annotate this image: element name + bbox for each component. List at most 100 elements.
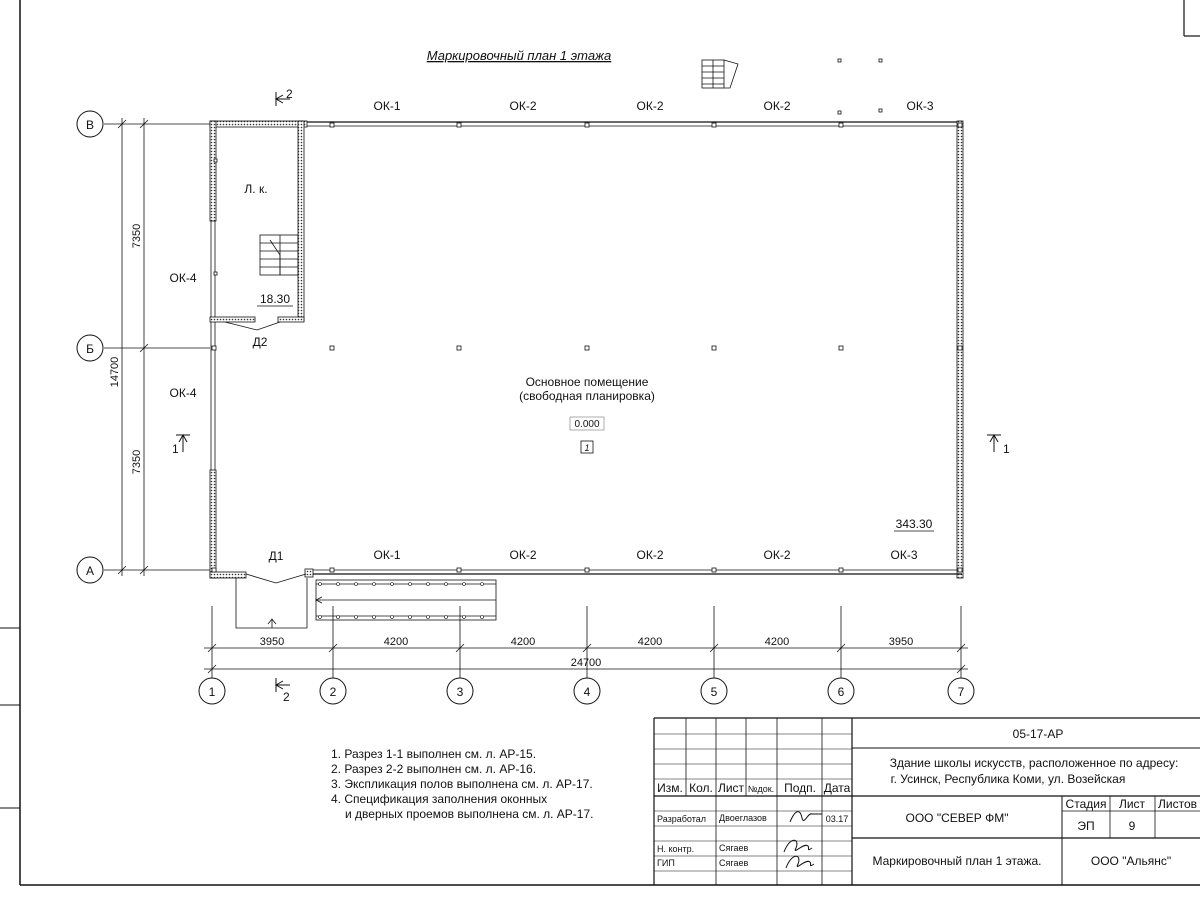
section-mark-1-right xyxy=(987,433,1001,452)
window-bottom-1: ОК-1 xyxy=(374,548,401,562)
window-bottom-3: ОК-2 xyxy=(637,548,664,562)
dim-h-span-6: 3950 xyxy=(889,636,913,648)
tb-row-name-1: Двоеглазов xyxy=(719,813,767,823)
letter-axes-bubbles xyxy=(76,110,104,584)
dim-v-total: 14700 xyxy=(109,357,121,388)
tb-header-kol: Кол. xyxy=(689,781,713,795)
tb-row-name-3: Сягаев xyxy=(719,858,748,868)
stair-room-walls xyxy=(209,120,305,331)
survey-points xyxy=(837,58,883,115)
tb-row-date-1: 03.17 xyxy=(826,814,849,824)
axis-label-1: 1 xyxy=(209,685,216,699)
main-room-name-line2: (свободная планировка) xyxy=(519,389,655,403)
note-3: 3. Экспликация полов выполнена см. л. АР… xyxy=(331,777,593,791)
axis-label-7: 7 xyxy=(958,685,965,699)
tb-row-role-1: Разработал xyxy=(657,814,706,824)
window-top-4: ОК-2 xyxy=(764,99,791,113)
window-bottom-2: ОК-2 xyxy=(510,548,537,562)
axis-label-a: А xyxy=(86,564,94,578)
columns xyxy=(211,122,963,573)
interior-stair xyxy=(259,234,299,276)
tb-header-izm: Изм. xyxy=(657,781,683,795)
tb-row-role-2: Н. контр. xyxy=(657,844,694,854)
note-4: 4. Спецификация заполнения оконных xyxy=(331,792,547,806)
window-top-3: ОК-2 xyxy=(637,99,664,113)
axis-label-b: Б xyxy=(86,342,94,356)
dim-h-span-2: 4200 xyxy=(384,636,408,648)
window-bottom-4: ОК-2 xyxy=(764,548,791,562)
axis-label-4: 4 xyxy=(584,685,591,699)
tb-stage: ЭП xyxy=(1077,819,1094,833)
tb-org-client: ООО "Альянс" xyxy=(1091,854,1171,868)
section-mark-2-top xyxy=(274,92,290,106)
section-label-1-left: 1 xyxy=(172,442,179,456)
signature-3 xyxy=(785,855,815,869)
dim-h-span-3: 4200 xyxy=(511,636,535,648)
axis-label-2: 2 xyxy=(330,685,337,699)
tb-row-name-2: Сягаев xyxy=(719,843,748,853)
number-axes-bubbles xyxy=(198,677,975,705)
window-bottom-5: ОК-3 xyxy=(891,548,918,562)
section-mark-2-bottom xyxy=(274,678,290,692)
window-top-2: ОК-2 xyxy=(510,99,537,113)
axis-label-5: 5 xyxy=(711,685,718,699)
stair-room-area: 18.30 xyxy=(260,292,290,306)
main-room-area: 343.30 xyxy=(896,517,933,531)
section-mark-1-left xyxy=(176,433,190,452)
tb-sheet-title: Маркировочный план 1 этажа. xyxy=(872,854,1041,868)
dim-v-span-bottom: 7350 xyxy=(131,450,143,474)
window-top-5: ОК-3 xyxy=(907,99,934,113)
window-left-2: ОК-4 xyxy=(170,386,197,400)
axis-label-v: В xyxy=(86,118,94,132)
axis-label-6: 6 xyxy=(838,685,845,699)
main-room-name-line1: Основное помещение xyxy=(526,375,649,389)
window-top-1: ОК-1 xyxy=(374,99,401,113)
number-axes-lines xyxy=(211,606,962,678)
main-room-level-box xyxy=(569,416,605,431)
main-room-level: 0.000 xyxy=(574,419,599,430)
tb-sheet: 9 xyxy=(1129,819,1136,833)
section-label-2-top: 2 xyxy=(286,87,293,101)
dim-h-span-5: 4200 xyxy=(765,636,789,648)
dim-h-span-4: 4200 xyxy=(638,636,662,648)
tb-stage-label: Стадия xyxy=(1066,797,1107,811)
stair-pictogram xyxy=(701,59,739,89)
ramp-posts xyxy=(318,582,484,619)
stair-room-name: Л. к. xyxy=(244,182,267,196)
tb-org-designer: ООО "СЕВЕР ФМ" xyxy=(906,811,1009,825)
door-d2-label: Д2 xyxy=(253,335,268,349)
note-2: 2. Разрез 2-2 выполнен см. л. АР-16. xyxy=(331,762,536,776)
tb-sheets-label: Листов xyxy=(1158,797,1197,811)
main-room-number-box xyxy=(580,440,594,454)
signature-1 xyxy=(789,811,822,823)
dim-v-span-top: 7350 xyxy=(131,224,143,248)
drawing-title: Маркировочный план 1 этажа xyxy=(427,48,612,63)
door-d1-label: Д1 xyxy=(269,549,284,563)
axis-label-3: 3 xyxy=(457,685,464,699)
tb-row-role-3: ГИП xyxy=(657,858,675,868)
tb-sheet-label: Лист xyxy=(1119,797,1146,811)
tb-project-line2: г. Усинск, Республика Коми, ул. Возейска… xyxy=(891,772,1126,786)
note-1: 1. Разрез 1-1 выполнен см. л. АР-15. xyxy=(331,747,536,761)
window-left-1: ОК-4 xyxy=(170,271,197,285)
dim-h-span-1: 3950 xyxy=(260,636,284,648)
entrance-door xyxy=(235,573,308,629)
dim-h-total: 24700 xyxy=(571,657,602,669)
vertical-dimensions xyxy=(117,118,149,576)
signature-2 xyxy=(783,839,813,853)
tb-header-ndok: №док. xyxy=(748,784,774,794)
horizontal-dimensions xyxy=(204,643,968,674)
letter-axes-lines xyxy=(104,123,210,571)
note-4-cont: и дверных проемов выполнена см. л. АР-17… xyxy=(345,807,593,821)
ramp xyxy=(315,579,497,621)
tb-header-podp: Подп. xyxy=(784,781,816,795)
main-room-number: 1 xyxy=(584,443,589,453)
tb-header-data: Дата xyxy=(824,781,851,795)
tb-project-line1: Здание школы искусств, расположенное по … xyxy=(890,756,1179,770)
section-label-1-right: 1 xyxy=(1003,442,1010,456)
title-block-grid xyxy=(653,717,1200,885)
tb-header-list: Лист xyxy=(718,781,745,795)
tb-code: 05-17-АР xyxy=(1013,727,1064,741)
